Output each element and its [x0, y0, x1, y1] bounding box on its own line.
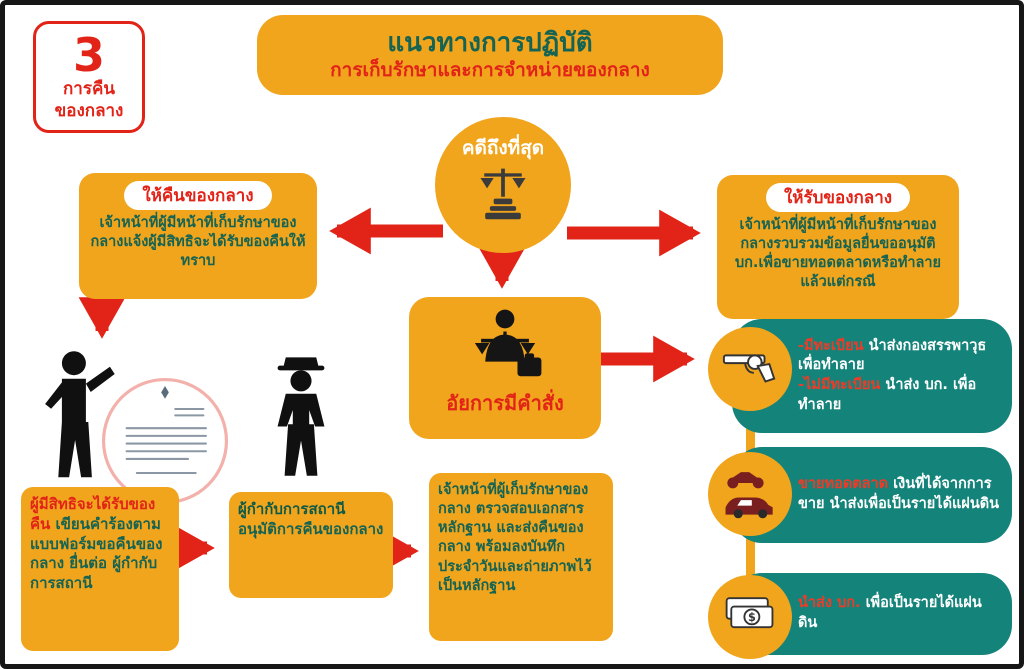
dollar-symbol: $ [748, 611, 756, 624]
outcome-state-revenue-line1: นำส่ง บก. เพื่อเป็นรายได้แผ่นดิน [798, 594, 1000, 633]
return-evidence-label: ให้คืนของกลาง [124, 181, 272, 210]
step-request-text: เขียนคำร้องตามแบบฟอร์มขอคืนของกลาง ยื่นต… [30, 514, 163, 593]
step-verify-return-text: เจ้าหน้าที่ผู้เก็บรักษาของกลาง ตรวจสอบเอ… [438, 482, 592, 594]
weapons-icon-circle [708, 327, 792, 411]
outcome-auction-text: เงินที่ได้จากการขาย นำส่งเพื่อเป็นรายได้… [798, 476, 1000, 512]
revolver-icon [721, 346, 779, 392]
final-case-label: คดีถึงที่สุด [461, 137, 545, 159]
outcome-auction-highlight: ขายทอดตลาด [798, 476, 889, 493]
outcome-weapons-line2: -ไม่มีทะเบียน นำส่ง บก. เพื่อทำลาย [798, 376, 1000, 415]
receive-evidence-body: เจ้าหน้าที่ผู้มีหน้าที่เก็บรักษาของกลางร… [734, 217, 942, 290]
step-approve-box: ผู้กำกับการสถานี อนุมัติการคืนของกลาง [229, 492, 393, 598]
step-verify-return-box: เจ้าหน้าที่ผู้เก็บรักษาของกลาง ตรวจสอบเอ… [429, 473, 613, 641]
claimant-person-icon [35, 350, 120, 482]
final-case-node: คดีถึงที่สุด [435, 117, 571, 253]
outcome-state-revenue-highlight: นำส่ง บก. [798, 595, 861, 612]
outcome-weapons-line1: -มีทะเบียน นำส่งกองสรรพาวุธ เพื่อทำลาย [798, 337, 1000, 376]
chapter-title-line2: ของกลาง [54, 101, 124, 121]
outcome-weapons-line1-highlight: -มีทะเบียน [798, 337, 864, 354]
outcome-weapons-box: -มีทะเบียน นำส่งกองสรรพาวุธ เพื่อทำลาย -… [732, 319, 1012, 433]
page-subtitle: การเก็บรักษาและการจำหน่ายของกลาง [330, 58, 650, 81]
page-title: แนวทางการปฏิบัติ [387, 27, 593, 58]
prosecutor-scales-icon [453, 307, 557, 385]
return-evidence-body: เจ้าหน้าที่ผู้มีหน้าที่เก็บรักษาของกลางแ… [90, 215, 306, 269]
prosecutor-order-box: อัยการมีคำสั่ง [409, 297, 601, 439]
money-icon: $ [721, 592, 779, 642]
request-form-document [101, 377, 229, 505]
step-request-highlight: ผู้มีสิทธิจะได้รับของคืน [30, 495, 156, 533]
police-officer-icon [260, 350, 342, 482]
chapter-number: 3 [72, 27, 105, 82]
money-icon-circle: $ [708, 575, 792, 659]
outcome-weapons-line2-text: นำส่ง บก. เพื่อทำลาย [798, 377, 977, 413]
prosecutor-order-label: อัยการมีคำสั่ง [446, 391, 564, 415]
step-request-box: ผู้มีสิทธิจะได้รับของคืน เขียนคำร้องตามแ… [21, 487, 179, 651]
justice-scales-gavel-icon [472, 163, 534, 227]
outcome-weapons-line1-text: นำส่งกองสรรพาวุธ เพื่อทำลาย [798, 337, 987, 374]
vehicles-icon [721, 464, 779, 524]
auction-icon-circle [708, 452, 792, 536]
title-banner: แนวทางการปฏิบัติ การเก็บรักษาและการจำหน่… [257, 15, 723, 95]
outcome-state-revenue-text: เพื่อเป็นรายได้แผ่นดิน [798, 595, 982, 631]
receive-evidence-label: ให้รับของกลาง [765, 183, 911, 212]
chapter-title-line1: การคืน [63, 78, 115, 99]
chapter-badge: 3 การคืน ของกลาง [33, 21, 145, 133]
step-approve-text: อนุมัติการคืนของกลาง [238, 519, 384, 538]
receive-evidence-box: ให้รับของกลาง เจ้าหน้าที่ผู้มีหน้าที่เก็… [717, 175, 959, 319]
outcome-weapons-line2-highlight: -ไม่มีทะเบียน [798, 377, 881, 393]
outcome-auction-line1: ขายทอดตลาด เงินที่ได้จากการขาย นำส่งเพื่… [798, 475, 1000, 514]
step-approve-highlight: ผู้กำกับการสถานี [238, 500, 346, 518]
return-evidence-box: ให้คืนของกลาง เจ้าหน้าที่ผู้มีหน้าที่เก็… [79, 173, 317, 299]
